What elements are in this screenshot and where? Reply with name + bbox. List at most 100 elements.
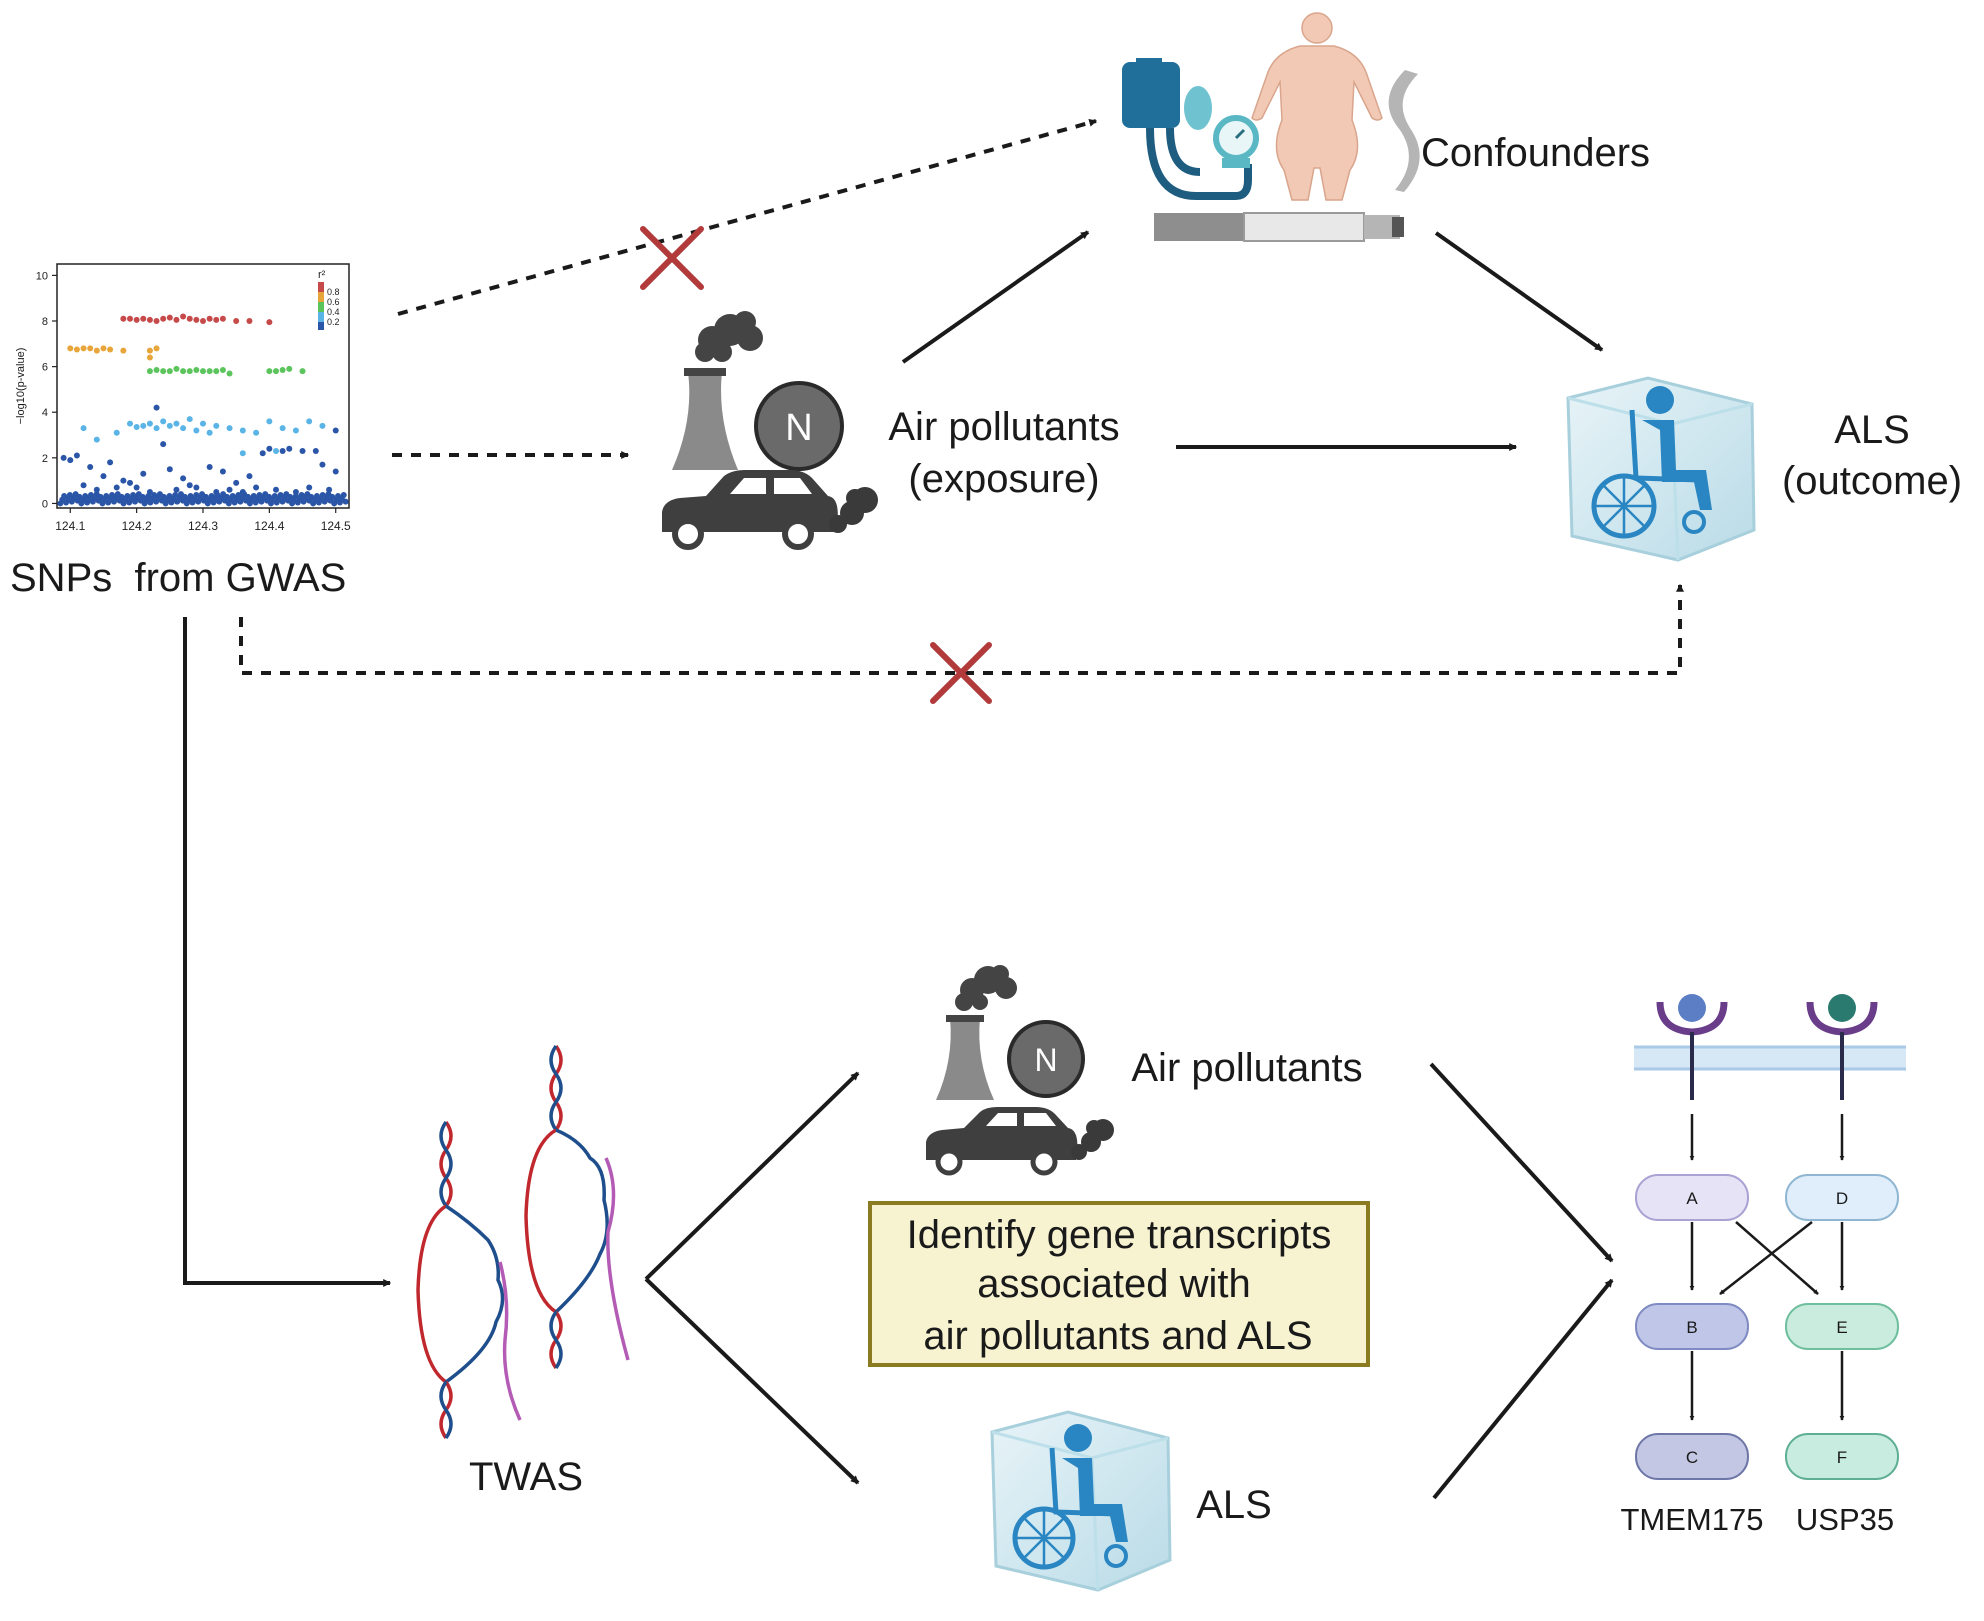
- smoke-wisp-icon: [1388, 70, 1420, 192]
- snp-point: [100, 345, 107, 352]
- car-icon-2: [926, 1107, 1078, 1176]
- snp-point: [113, 484, 120, 491]
- snp-point: [306, 484, 313, 491]
- snp-point: [319, 461, 326, 468]
- svg-text:A: A: [1686, 1189, 1698, 1208]
- snp-point: [266, 445, 273, 452]
- svg-text:F: F: [1837, 1448, 1847, 1467]
- snp-point: [342, 498, 349, 505]
- factory-smoke-icon: [695, 311, 763, 362]
- snp-point: [193, 316, 200, 323]
- snp-point: [193, 484, 200, 491]
- svg-text:E: E: [1836, 1318, 1847, 1337]
- callout-line-1: Identify gene transcripts: [907, 1213, 1332, 1257]
- legend-title: r²: [318, 269, 326, 281]
- snp-point: [166, 314, 173, 321]
- snp-point: [146, 316, 153, 323]
- als-wheelchair-cube-icon: [1566, 376, 1756, 562]
- snp-point: [213, 316, 220, 323]
- nitrogen-badge-icon: [754, 381, 844, 471]
- y-tick-label: 6: [42, 362, 48, 374]
- legend-swatch: [318, 282, 324, 292]
- snps-to-confounders-arrow: [397, 118, 1098, 316]
- snp-point: [226, 486, 233, 493]
- plot-points: [57, 313, 349, 507]
- svg-text:D: D: [1836, 1189, 1848, 1208]
- snp-point: [226, 425, 233, 432]
- snp-point: [133, 484, 140, 491]
- factory-smoke-icon-2: [955, 965, 1017, 1011]
- snp-point: [213, 422, 220, 429]
- snp-point: [173, 420, 180, 427]
- snp-point: [213, 368, 220, 375]
- node-a: A: [1635, 1174, 1749, 1221]
- pollutants-to-confounders-arrow: [901, 230, 1090, 364]
- snp-point: [153, 425, 160, 432]
- plot-frame: [56, 263, 350, 509]
- node-d: D: [1785, 1174, 1899, 1221]
- snp-point: [127, 315, 133, 322]
- factory-chimney-icon: [672, 372, 738, 470]
- snp-point: [113, 429, 120, 436]
- twas-label: TWAS: [469, 1455, 583, 1499]
- snp-point: [160, 368, 167, 375]
- snp-point: [319, 422, 326, 429]
- snp-point: [239, 427, 246, 434]
- snp-point: [206, 429, 213, 436]
- y-tick-label: 4: [42, 407, 48, 419]
- snps-label: SNPs from GWAS: [10, 556, 346, 600]
- als-label-2: ALS: [1196, 1483, 1272, 1527]
- snp-point: [312, 447, 319, 454]
- no-direct-effect-cross-icon: [930, 642, 992, 704]
- snp-point: [266, 368, 273, 375]
- car-icon: [662, 470, 838, 550]
- snp-point: [193, 427, 200, 434]
- snp-point: [180, 475, 187, 482]
- snps-to-als-direct-path: [239, 583, 1684, 675]
- snp-point: [186, 482, 193, 489]
- snp-point: [133, 424, 140, 431]
- snp-point: [332, 427, 339, 434]
- snp-point: [292, 427, 299, 434]
- snp-point: [253, 429, 260, 436]
- snp-point: [233, 479, 240, 486]
- snp-point: [80, 345, 87, 352]
- signaling-pathway: A D B E C F: [1634, 994, 1906, 1480]
- snp-point: [100, 473, 107, 480]
- als-label: ALS: [1834, 408, 1910, 452]
- snp-point: [306, 418, 313, 425]
- legend-label: 0.4: [327, 307, 340, 317]
- snp-point: [200, 420, 206, 427]
- patient-head-icon-2: [1064, 1424, 1092, 1452]
- snp-point: [153, 345, 160, 352]
- snp-point: [153, 318, 160, 325]
- snp-point: [107, 346, 114, 353]
- snp-point: [80, 425, 87, 432]
- x-tick-label: 124.5: [321, 519, 351, 533]
- snp-point: [120, 477, 127, 484]
- snp-point: [273, 368, 279, 375]
- air-pollutants-label-2: Air pollutants: [1131, 1046, 1362, 1090]
- obese-person-icon: [1251, 12, 1383, 201]
- snp-point: [200, 318, 206, 325]
- snp-point: [219, 468, 226, 475]
- snp-point: [253, 484, 260, 491]
- snp-point: [259, 450, 266, 457]
- snp-point: [153, 404, 160, 411]
- snp-point: [127, 420, 133, 427]
- svg-text:B: B: [1686, 1318, 1697, 1337]
- snp-point: [166, 368, 173, 375]
- no-association-cross-icon: [640, 226, 704, 290]
- callout-box: Identify gene transcripts associated wit…: [868, 1201, 1370, 1367]
- snp-point: [93, 436, 100, 443]
- twas-to-als-arrow: [644, 1277, 860, 1485]
- snp-point: [140, 470, 147, 477]
- legend-swatch: [318, 302, 324, 312]
- snp-point: [286, 445, 293, 452]
- nitrogen-badge-icon-2: [1007, 1020, 1085, 1098]
- snp-point: [299, 368, 306, 375]
- callout-line-2: associated with: [977, 1262, 1250, 1306]
- snp-point: [160, 418, 167, 425]
